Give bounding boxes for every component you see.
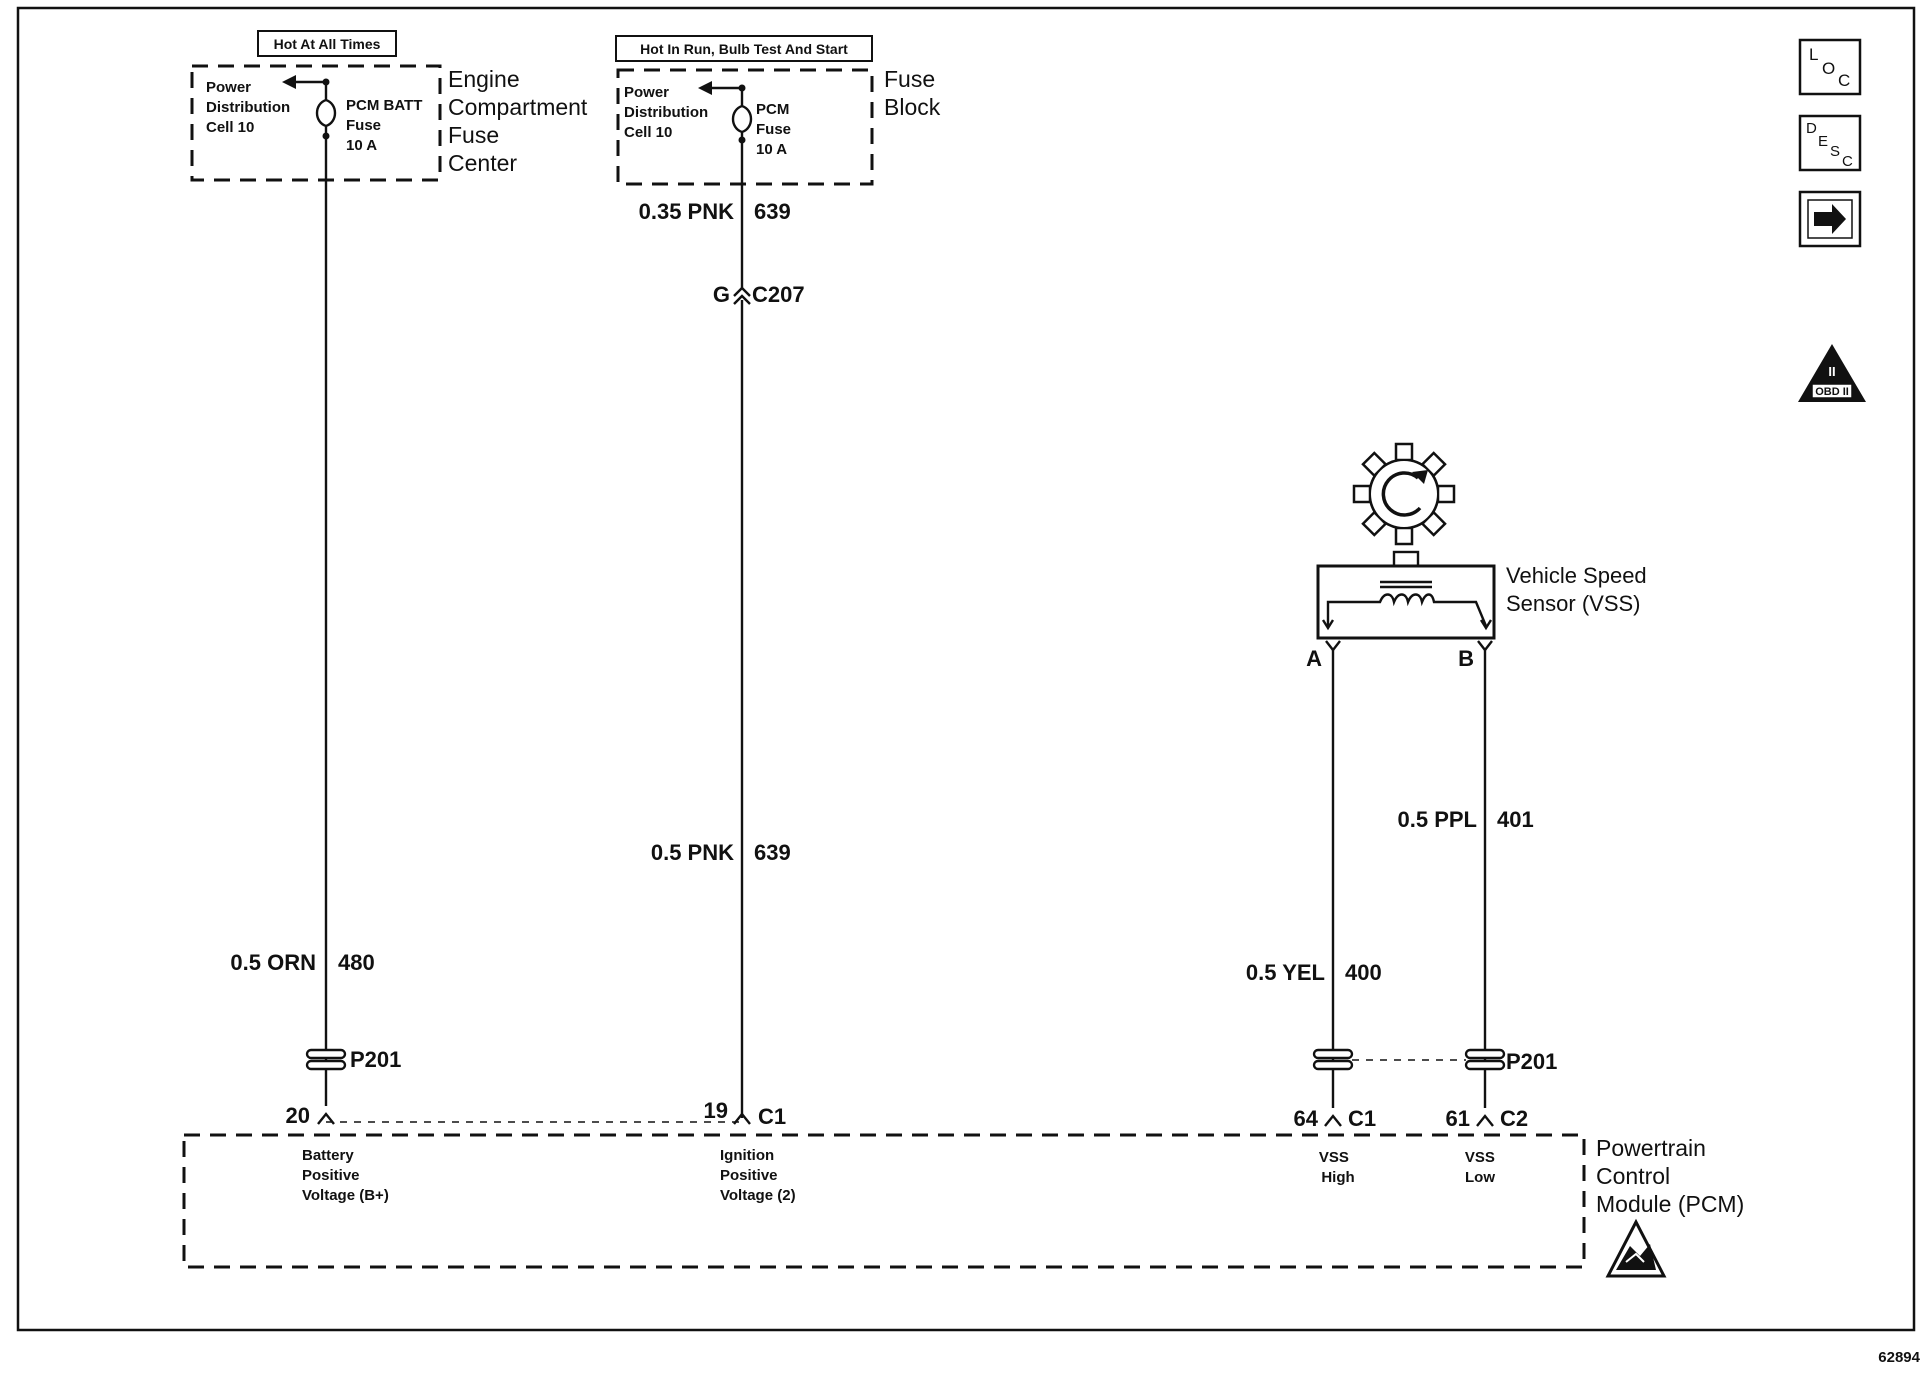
wire-401-gauge: 0.5 PPL [1398, 807, 1477, 832]
reluctor-wheel-icon [1352, 442, 1456, 546]
wire-480-gauge: 0.5 ORN [230, 950, 316, 975]
svg-text:C: C [1838, 71, 1850, 90]
desc-button[interactable]: D E S C [1798, 114, 1862, 172]
c207-chevron-bottom-icon [733, 294, 751, 305]
sensor-tip [1392, 550, 1420, 568]
hot-in-run-label: Hot In Run, Bulb Test And Start [640, 41, 848, 57]
p201-left-bottom [305, 1059, 347, 1071]
vss-coil-icon [1326, 593, 1488, 627]
svg-text:O: O [1822, 59, 1835, 78]
wire-400-circuit: 400 [1345, 960, 1382, 985]
vss-name: Vehicle Speed Sensor (VSS) [1506, 563, 1653, 616]
wire-480-circuit: 480 [338, 950, 375, 975]
pcm-pin-19: 19 [704, 1098, 728, 1123]
svg-text:C: C [1842, 153, 1853, 170]
p201-right-b-bottom [1464, 1059, 1506, 1071]
loc-button[interactable]: L O C [1798, 38, 1862, 96]
fuse-block-name: Fuse Block [884, 66, 942, 120]
obd-ii-badge-icon: II OBD II [1798, 344, 1866, 402]
wire-639-circuit: 639 [754, 840, 791, 865]
wire-639-top-gauge: 0.35 PNK [639, 199, 734, 224]
pcm-outline [182, 1133, 1586, 1269]
fuse-block-distribution: Power Distribution Cell 10 [624, 84, 712, 141]
pcm-fuse-label: PCM Fuse 10 A [756, 101, 795, 158]
svg-text:D: D [1806, 120, 1817, 137]
fuse-block-arrow-icon [698, 81, 712, 95]
p201-left-label: P201 [350, 1047, 401, 1072]
diagram-frame [16, 6, 1916, 1332]
pcm-pin-19-icon [733, 1112, 751, 1125]
vss-pin-a-icon [1325, 640, 1341, 652]
p201-left-top [305, 1048, 347, 1060]
fuse-center-arrow-icon [282, 75, 296, 89]
pcm-pin-19-desc: Ignition Positive Voltage (2) [720, 1147, 796, 1204]
pcm-pin-64-conn: C1 [1348, 1106, 1376, 1131]
vss-pin-b-icon [1477, 640, 1493, 652]
pcm-pin-64-desc: VSS High [1319, 1149, 1355, 1186]
pcm-pin-20: 20 [286, 1103, 310, 1128]
svg-text:L: L [1809, 45, 1818, 64]
pcm-pin-61-icon [1476, 1114, 1494, 1127]
pcm-pin-61-conn: C2 [1500, 1106, 1528, 1131]
pcm-pin-64: 64 [1294, 1106, 1319, 1131]
vehicle-speed-sensor: Vehicle Speed Sensor (VSS) A B [1306, 442, 1653, 671]
arrow-right-icon [1814, 204, 1846, 234]
pcm-batt-fuse-label: PCM BATT Fuse 10 A [346, 97, 427, 154]
p201-right-a-top [1312, 1048, 1354, 1060]
c207-chevron-top-icon [733, 286, 751, 297]
pcm-pin-20-desc: Battery Positive Voltage (B+) [302, 1147, 389, 1204]
fuse-center: Hot At All Times Power Distribution Cell… [190, 30, 594, 182]
vss-pin-a: A [1306, 646, 1322, 671]
fuse-center-distribution: Power Distribution Cell 10 [206, 79, 294, 136]
wire-400-gauge: 0.5 YEL [1246, 960, 1325, 985]
pcm-batt-fuse-icon [315, 82, 337, 136]
svg-text:S: S [1830, 143, 1840, 160]
vss-pin-b: B [1458, 646, 1474, 671]
wire-639-gauge: 0.5 PNK [651, 840, 734, 865]
svg-text:II: II [1828, 364, 1835, 379]
p201-right-b-top [1464, 1048, 1506, 1060]
c207-pin: G [713, 282, 730, 307]
hot-in-run-box [615, 35, 873, 62]
pcm: 20 Battery Positive Voltage (B+) 19 C1 I… [182, 1098, 1744, 1278]
svg-text:E: E [1818, 133, 1828, 150]
pcm-fuse-icon [731, 88, 753, 140]
wire-401-circuit: 401 [1497, 807, 1534, 832]
next-page-button[interactable] [1798, 190, 1862, 248]
fuse-center-name: Engine Compartment Fuse Center [448, 66, 594, 176]
obd-ii-label: OBD II [1815, 386, 1849, 398]
pcm-pin-64-icon [1324, 1114, 1342, 1127]
fuse-block-outline [616, 68, 874, 186]
hot-at-all-times-label: Hot At All Times [274, 36, 381, 52]
hot-at-all-times-box [257, 30, 397, 57]
pcm-pin-61: 61 [1446, 1106, 1470, 1131]
figure-number: 62894 [1878, 1349, 1920, 1366]
esd-warning-icon [1605, 1218, 1667, 1278]
p201-right-a-bottom [1312, 1059, 1354, 1071]
pcm-pin-19-conn: C1 [758, 1104, 786, 1129]
fuse-block: Hot In Run, Bulb Test And Start Power Di… [615, 35, 942, 186]
wire-639-top-circuit: 639 [754, 199, 791, 224]
pcm-pin-61-desc: VSS Low [1465, 1149, 1499, 1186]
pcm-pin-20-icon [317, 1112, 335, 1125]
pcm-name: Powertrain Control Module (PCM) [1596, 1135, 1744, 1217]
c207-label: C207 [752, 282, 805, 307]
p201-right-label: P201 [1506, 1049, 1557, 1074]
